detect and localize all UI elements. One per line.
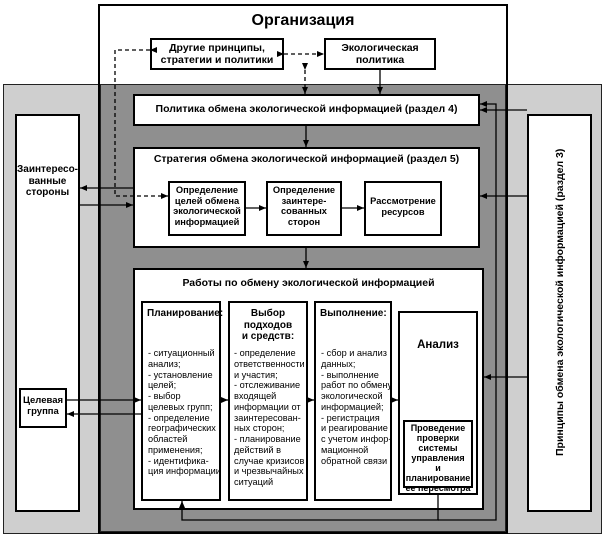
stakeholders-label: Заинтересо- ванные стороны	[17, 164, 79, 198]
strategy-item-stakeholders: Определение заинтере- сованных сторон	[266, 181, 342, 236]
dashed-link-other-to-strategy	[114, 47, 168, 199]
strategy-item-goals: Определение целей обмена экологической и…	[168, 181, 246, 236]
choice-body: - определение ответственности и участия;…	[234, 348, 305, 488]
planning-box: Планирование: - ситуационный анализ; - у…	[141, 301, 224, 501]
target-group-label: Целевая группа	[22, 395, 64, 417]
choice-box: Выбор подходов и средств: - определение …	[228, 301, 308, 501]
feedback-loop	[179, 495, 439, 521]
execution-box: Выполнение: - сбор и анализ данных; - вы…	[314, 301, 392, 501]
target-group-box: Целевая группа	[19, 388, 67, 428]
review-box: Проведение проверки системы управления и…	[403, 420, 473, 493]
principles-box	[527, 114, 592, 512]
choice-title: Выбор подходов и средств:	[241, 308, 295, 342]
policy-box: Политика обмена экологической информацие…	[133, 94, 480, 126]
eco-policy-box: Экологическая политика	[324, 38, 436, 70]
strategy-title: Стратегия обмена экологической информаци…	[153, 153, 460, 165]
strategy-item-goals-label: Определение целей обмена экологической и…	[173, 185, 241, 228]
organization-title: Организация	[251, 12, 355, 29]
execution-title: Выполнение:	[320, 308, 387, 319]
execution-body: - сбор и анализ данных; - выполнение раб…	[321, 348, 393, 466]
planning-body: - ситуационный анализ; - установление це…	[148, 348, 221, 477]
strategy-item-stakeholders-label: Определение заинтере- сованных сторон	[272, 185, 336, 228]
analysis-label: Анализ	[417, 339, 459, 351]
planning-title: Планирование:	[147, 308, 224, 319]
policy-label: Политика обмена экологической информацие…	[155, 103, 458, 115]
stakeholders-box: Заинтересо- ванные стороны	[15, 114, 80, 512]
other-policies-box: Другие принципы, стратегии и политики	[150, 38, 284, 70]
works-title: Работы по обмену экологической информаци…	[182, 277, 435, 289]
eco-policy-label: Экологическая политика	[341, 42, 419, 67]
other-policies-label: Другие принципы, стратегии и политики	[160, 42, 274, 67]
feedback-to-policy	[438, 101, 497, 521]
review-label: Проведение проверки системы управления и…	[405, 423, 471, 494]
strategy-item-resources: Рассмотрение ресурсов	[364, 181, 442, 236]
strategy-item-resources-label: Рассмотрение ресурсов	[370, 196, 436, 217]
